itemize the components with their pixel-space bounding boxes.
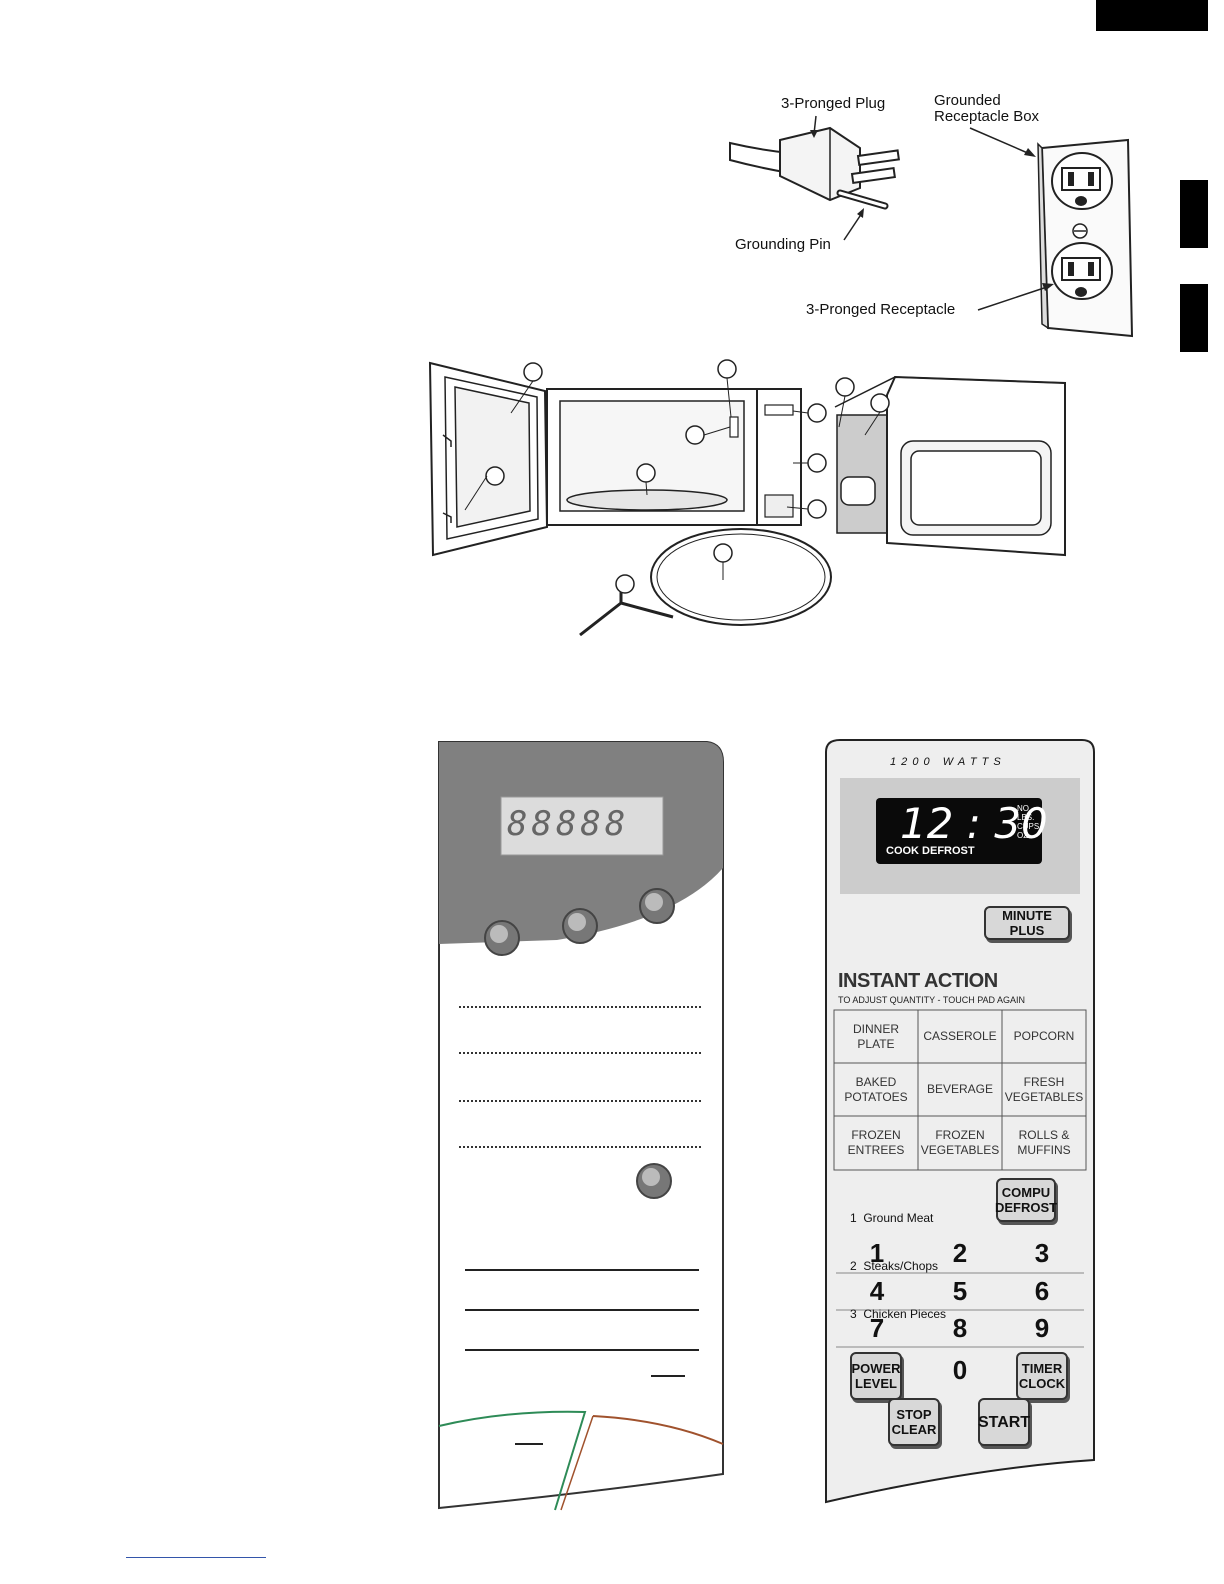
display-units: NO. LBS. CUPS OZ [1017,804,1039,840]
grounding-illustration [729,115,1134,338]
timer-clock-button[interactable]: TIMER CLOCK [1016,1352,1068,1400]
number-key-2[interactable]: 2 [952,1238,968,1268]
stop-clear-label-2: CLEAR [891,1422,937,1437]
display-unit-no: NO. [1017,804,1032,813]
plug-label: 3-Pronged Plug [781,95,886,112]
instant-dinner-plate-button[interactable]: DINNER PLATE [852,1021,899,1051]
instant-baked-potatoes-button[interactable]: BAKED POTATOES [844,1074,908,1104]
display-time: 12 : 30 [900,799,1048,848]
instant-frozen-vegetables-button[interactable]: FROZEN VEGETABLES [920,1128,1000,1157]
instant-casserole-button[interactable]: CASSEROLE [923,1029,997,1043]
compu-defrost-label-2: DEFROST [994,1200,1058,1215]
timer-clock-label-2: CLOCK [1018,1376,1066,1391]
instant-popcorn-button[interactable]: POPCORN [1013,1029,1075,1043]
right-control-panel: 1 2 0 0 W A T T S 12 : 30 NO. LBS. CUPS … [824,738,1096,1504]
number-key-1[interactable]: 1 [869,1238,885,1268]
defrost-list: 1 Ground Meat 2 Steaks/Chops 3 Chicken P… [850,1178,946,1354]
grounding-pin-label: Grounding Pin [735,236,831,253]
minute-plus-button[interactable]: MINUTE PLUS [984,906,1070,940]
microwave-parts-figure [425,355,1105,645]
box-label-line1: Grounded [934,92,1001,109]
minute-plus-label: MINUTE PLUS [1002,908,1052,938]
power-level-button[interactable]: POWER LEVEL [850,1352,902,1400]
page-tab-side-1 [1180,180,1208,248]
stop-clear-button[interactable]: STOP CLEAR [888,1398,940,1446]
defrost-item-ground-meat: 1 Ground Meat [850,1211,934,1225]
instant-rolls-muffins-button[interactable]: ROLLS & MUFFINS [1017,1128,1071,1157]
power-level-label-1: POWER [851,1361,901,1376]
number-key-9[interactable]: 9 [1034,1313,1050,1343]
number-key-0[interactable]: 0 [952,1355,968,1385]
number-key-4[interactable]: 4 [869,1276,885,1306]
start-button[interactable]: START [978,1398,1030,1446]
instant-action-title: INSTANT ACTION [838,970,998,992]
grounding-figure [720,88,1140,348]
left-panel-outline [438,741,724,1511]
number-key-7[interactable]: 7 [869,1313,885,1343]
defrost-item-chicken-pieces: 3 Chicken Pieces [850,1307,947,1321]
number-key-3[interactable]: 3 [1034,1238,1050,1268]
microwave-illustration [428,359,1066,637]
box-label-line2: Receptacle Box [934,108,1040,125]
power-level-label-2: LEVEL [855,1376,897,1391]
number-key-8[interactable]: 8 [952,1313,968,1343]
instant-beverage-button[interactable]: BEVERAGE [926,1082,994,1096]
number-key-6[interactable]: 6 [1034,1276,1050,1306]
page-tab-side-2 [1180,284,1208,352]
stop-clear-label-1: STOP [896,1407,932,1422]
left-display-segments: 88888 [507,804,630,844]
display-unit-oz: OZ [1017,831,1029,840]
left-control-panel: 88888 [437,740,727,1512]
compu-defrost-label-1: COMPU [1001,1185,1051,1200]
instant-frozen-entrees-button[interactable]: FROZEN ENTREES [847,1128,905,1157]
receptacle-label: 3-Pronged Receptacle [806,301,956,318]
display-status: COOK DEFROST [886,845,975,857]
footnote-rule [126,1557,266,1558]
timer-clock-label-1: TIMER [1021,1361,1063,1376]
compu-defrost-button[interactable]: COMPU DEFROST [994,1178,1058,1222]
watts-label: 1 2 0 0 W A T T S [890,756,1002,768]
display-unit-cups: CUPS [1017,822,1040,831]
instant-fresh-vegetables-button[interactable]: FRESH VEGETABLES [1004,1074,1084,1104]
page-tab-top [1096,0,1208,31]
display-unit-lbs: LBS. [1017,813,1035,822]
defrost-item-steaks-chops: 2 Steaks/Chops [850,1259,939,1273]
instant-action-subtitle: TO ADJUST QUANTITY - TOUCH PAD AGAIN [838,995,1026,1005]
number-key-5[interactable]: 5 [952,1276,968,1306]
